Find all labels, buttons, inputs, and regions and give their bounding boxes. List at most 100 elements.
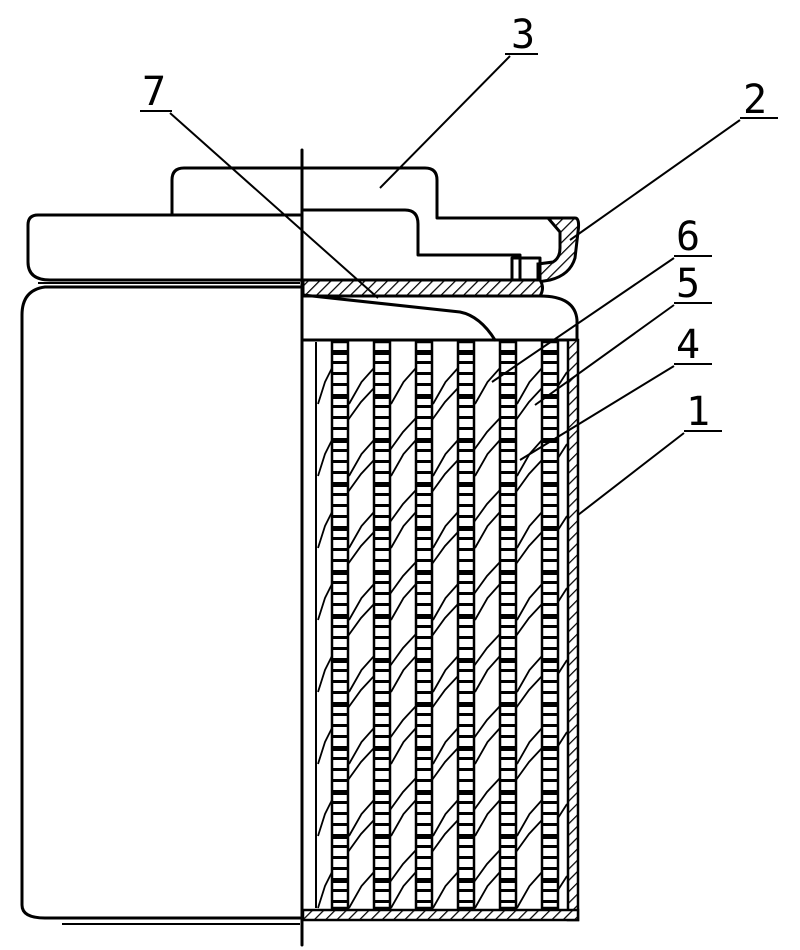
electrode-segment xyxy=(500,823,516,826)
electrode-segment xyxy=(542,592,558,595)
electrode-segment xyxy=(374,889,390,892)
chevron-line xyxy=(432,820,458,852)
electrode-segment xyxy=(500,504,516,507)
electrode-segment xyxy=(542,504,558,507)
callout-label-3: 3 xyxy=(511,12,535,58)
electrode-segment xyxy=(458,856,474,859)
collector-plate xyxy=(303,280,543,296)
electrode-segment xyxy=(374,658,390,663)
electrode-segment xyxy=(458,889,474,892)
electrode-segment xyxy=(416,603,432,606)
electrode-segment xyxy=(500,493,516,496)
electrode-segment xyxy=(458,383,474,386)
chevron-line xyxy=(318,512,332,548)
electrode-segment xyxy=(458,757,474,760)
electrode-segment xyxy=(542,713,558,716)
electrode-segment xyxy=(374,570,390,575)
electrode-segment xyxy=(500,361,516,364)
electrode-segment xyxy=(500,559,516,562)
electrode-segment xyxy=(374,735,390,738)
chevron-line xyxy=(475,656,500,692)
electrode-segment xyxy=(374,746,390,751)
electrode-segment xyxy=(542,636,558,639)
chevron-line xyxy=(517,584,542,620)
electrode-segment xyxy=(500,856,516,859)
electrode-segment xyxy=(374,592,390,595)
electrode-segment xyxy=(500,438,516,443)
electrode-segment xyxy=(416,515,432,518)
electrode-segment xyxy=(374,691,390,694)
electrode-segment xyxy=(542,647,558,650)
electrode-segment xyxy=(500,812,516,815)
chevron-line xyxy=(516,820,542,852)
chevron-line xyxy=(517,872,542,908)
electrode-segment xyxy=(374,537,390,540)
chevron-line xyxy=(433,368,458,404)
electrode-segment xyxy=(416,460,432,463)
electrode-segment xyxy=(416,878,432,883)
electrode-segment xyxy=(374,526,390,531)
electrode-segment xyxy=(332,900,348,903)
electrode-segment xyxy=(458,504,474,507)
electrode-segment xyxy=(458,669,474,672)
electrode-segment xyxy=(542,889,558,892)
electrode-segment xyxy=(374,493,390,496)
electrode-segment xyxy=(332,757,348,760)
chevron-line xyxy=(516,460,542,492)
electrode-segment xyxy=(458,416,474,419)
chevron-line xyxy=(391,584,416,620)
chevron-line xyxy=(349,656,374,692)
electrode-segment xyxy=(374,559,390,562)
electrode-segment xyxy=(332,427,348,430)
electrode-segment xyxy=(500,735,516,738)
tab-strip xyxy=(303,295,495,340)
electrode-segment xyxy=(542,669,558,672)
callout-label-7: 7 xyxy=(142,69,166,115)
chevron-line xyxy=(391,872,416,908)
electrode-segment xyxy=(542,526,558,531)
electrode-segment xyxy=(332,537,348,540)
electrode-segment xyxy=(416,504,432,507)
can-body-exterior xyxy=(22,287,300,918)
chevron-line xyxy=(516,676,542,708)
electrode-segment xyxy=(332,713,348,716)
electrode-segment xyxy=(458,438,474,443)
callout-3: 3 xyxy=(380,12,538,188)
electrode-segment xyxy=(332,460,348,463)
electrode-segment xyxy=(416,724,432,727)
chevron-line xyxy=(475,800,500,836)
electrode-segment xyxy=(500,746,516,751)
electrode-segment xyxy=(416,537,432,540)
chevron-line xyxy=(432,532,458,564)
electrode-segment xyxy=(458,801,474,804)
electrode-segment xyxy=(332,614,348,619)
electrode-segment xyxy=(542,801,558,804)
electrode-segment xyxy=(416,581,432,584)
chevron-line xyxy=(349,584,374,620)
electrode-segment xyxy=(416,889,432,892)
electrode-segment xyxy=(332,526,348,531)
electrode-segment xyxy=(458,713,474,716)
electrode-segment xyxy=(500,878,516,883)
electrode-segment xyxy=(458,372,474,375)
electrode-segment xyxy=(332,779,348,782)
callout-2: 2 xyxy=(570,77,778,240)
chevron-line xyxy=(433,440,458,476)
electrode-segment xyxy=(542,449,558,452)
electrode-segment xyxy=(500,867,516,870)
electrode-segment xyxy=(542,471,558,474)
electrode-segment xyxy=(500,427,516,430)
chevron-line xyxy=(348,460,374,492)
chevron-line xyxy=(516,532,542,564)
chevron-line xyxy=(318,656,332,692)
electrode-segment xyxy=(458,460,474,463)
chevron-line xyxy=(432,604,458,636)
electrode-segment xyxy=(542,757,558,760)
electrode-segment xyxy=(374,383,390,386)
electrode-segment xyxy=(542,812,558,815)
electrode-segment xyxy=(416,812,432,815)
chevron-line xyxy=(475,440,500,476)
cap-outline-exterior xyxy=(172,168,300,215)
electrode-segment xyxy=(374,471,390,474)
electrode-segment xyxy=(458,526,474,531)
